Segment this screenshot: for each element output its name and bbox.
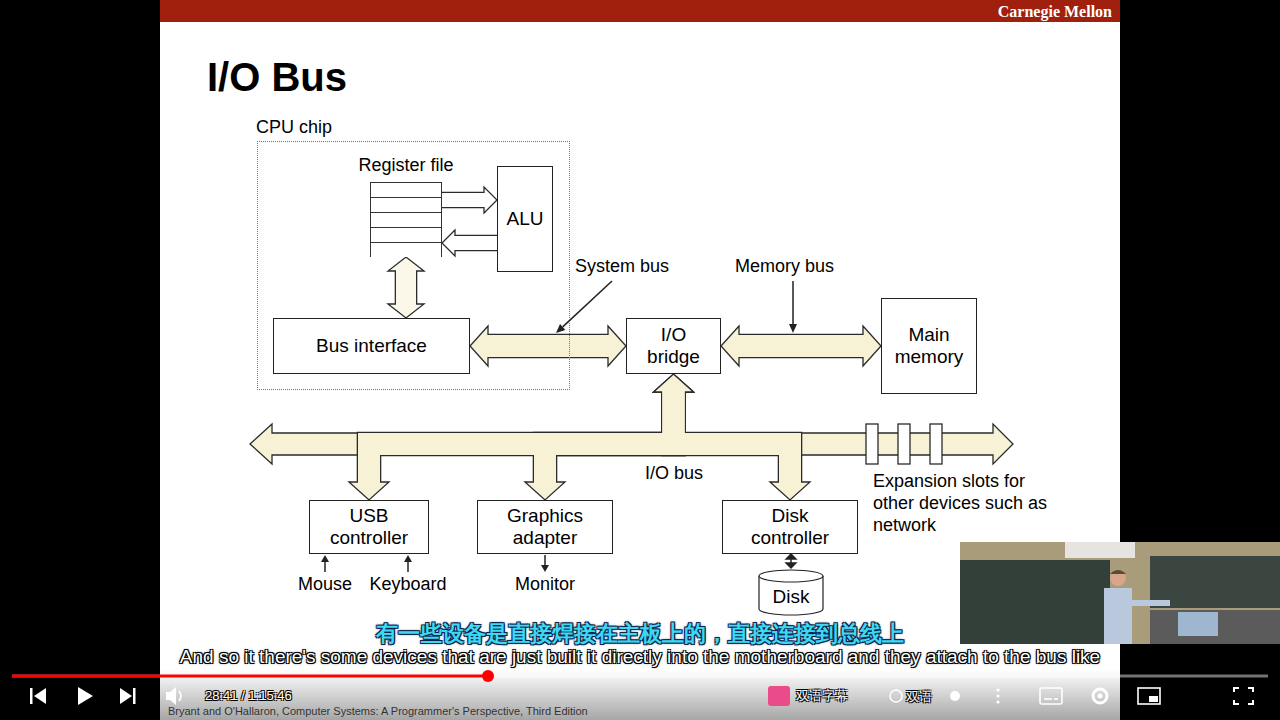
controls-shade [0, 670, 1280, 720]
chip-label: CPU chip [256, 117, 332, 138]
slide-ground [160, 0, 1120, 720]
controller-box: Disk controller [722, 500, 858, 554]
subtitle-button: 双语字幕 [796, 687, 848, 705]
slot-note: Expansion slots for other devices such a… [873, 470, 1053, 536]
bus-name: I/O bus [645, 463, 703, 484]
header-bar [160, 0, 1120, 22]
subtitle-english: And so it there's some devices that are … [180, 646, 1100, 668]
subtitle-chinese: 有一些设备是直接焊接在主板上的，直接连接到总线上 [376, 619, 904, 649]
device-name: Monitor [515, 574, 575, 595]
device-label: Disk [758, 586, 824, 608]
box-label: Bus interface [316, 335, 427, 357]
box-label: Disk controller [740, 505, 840, 549]
arrow-head [388, 304, 424, 318]
bus-name: System bus [575, 256, 669, 277]
arrow-head [770, 482, 810, 500]
box-label: Graphics adapter [497, 505, 593, 549]
bus-interface-box: Bus interface [273, 318, 470, 374]
slide-title: I/O Bus [207, 55, 347, 100]
arrow-head [654, 374, 694, 392]
box-label: Main memory [889, 324, 969, 368]
box-label: ALU [507, 208, 544, 230]
arrow-head [786, 554, 796, 559]
language-button: 双语 [906, 688, 932, 706]
data-arrow [442, 192, 486, 209]
disk-cylinder: Disk [758, 568, 824, 616]
bridge-box: I/O bridge [626, 318, 721, 374]
cpu-chip-boundary: Register fileALUBus interfaceCPU chip [257, 141, 570, 390]
arrow-head [786, 563, 796, 568]
io-bus-branch [369, 390, 674, 484]
university-logo: Carnegie Mellon [998, 3, 1112, 21]
register-cells [370, 182, 442, 257]
memory-bus-arrow [737, 334, 865, 359]
component-label: Register file [358, 155, 453, 176]
box-label: I/O bridge [639, 324, 709, 368]
memory-bus-arrow [737, 335, 865, 357]
system-bus-arrow [486, 335, 610, 357]
device-name: Mouse [298, 574, 352, 595]
arrow-head [470, 326, 488, 366]
player-controls [30, 686, 1253, 706]
arrow-head [388, 257, 424, 271]
adapter-box: Graphics adapter [477, 500, 613, 554]
speaker-video-inset [960, 542, 1280, 644]
time-display: 28:41 / 1:15:46 [205, 688, 292, 703]
expansion-slots [866, 424, 942, 464]
data-arrow [453, 236, 497, 250]
device-name: Keyboard [369, 574, 446, 595]
arrow-head [654, 374, 694, 392]
connector-outlines [369, 200, 865, 564]
arrow-head [721, 326, 739, 366]
system-bus-arrow [486, 334, 610, 359]
arrow-head [608, 326, 626, 366]
data-arrow [442, 193, 486, 207]
arrow-head [525, 482, 565, 500]
memory-box: Main memory [881, 298, 977, 394]
data-arrow [453, 235, 497, 252]
io-bus-branch [369, 390, 674, 484]
controller-box: USB controller [309, 500, 429, 554]
device-arrows [321, 555, 549, 572]
box-label: USB controller [319, 505, 419, 549]
internal-bus-arrow [396, 269, 416, 306]
arrow-head [349, 482, 389, 500]
internal-bus-arrow [395, 269, 418, 306]
register-file: Register file [370, 182, 442, 257]
progress-bar [12, 670, 1268, 682]
bus-name: Memory bus [735, 256, 834, 277]
source-credit: Bryant and O'Hallaron, Computer Systems:… [168, 705, 588, 717]
arrow-head [654, 374, 694, 392]
alu-box: ALU [497, 166, 553, 272]
arrow-head [863, 326, 881, 366]
